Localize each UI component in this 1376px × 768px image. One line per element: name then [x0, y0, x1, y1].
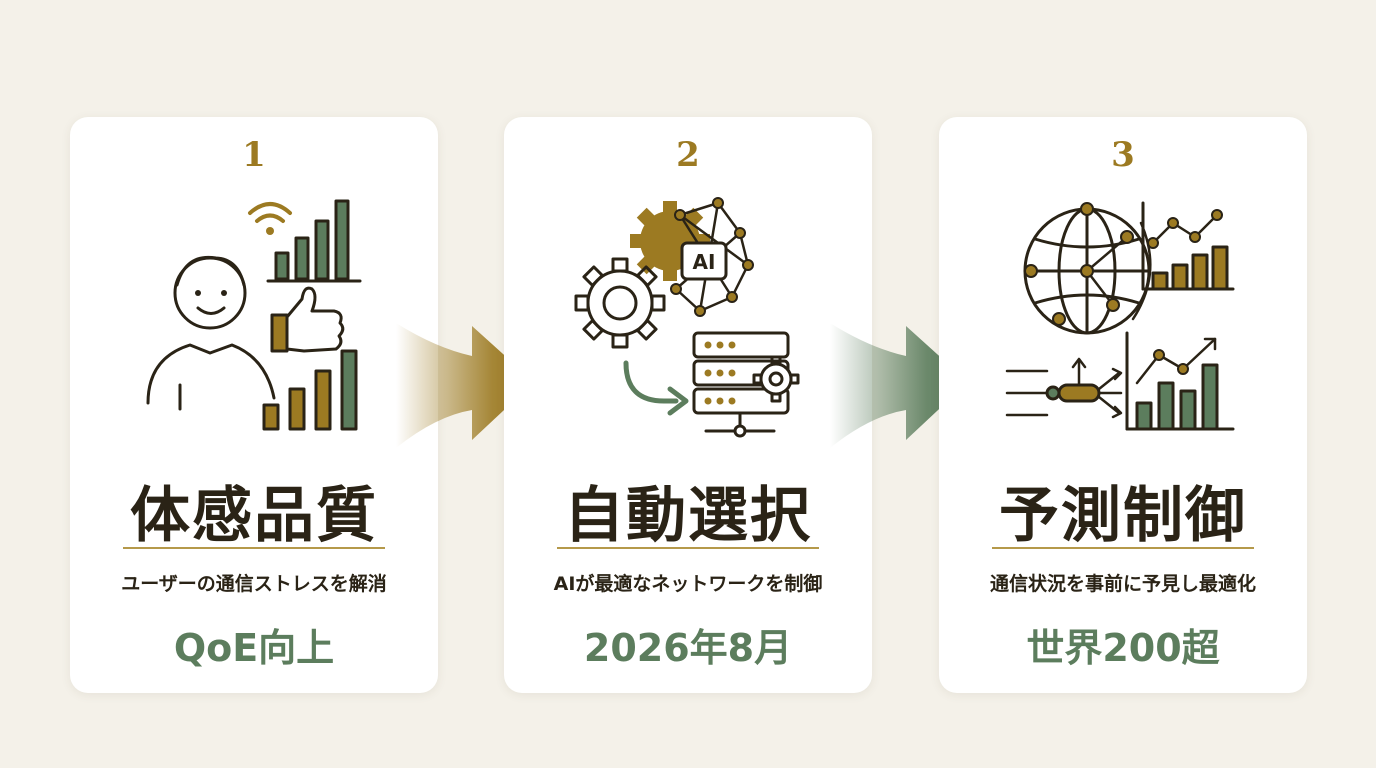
arrow-right-icon — [396, 323, 534, 448]
step-number: 3 — [1111, 135, 1135, 175]
step-description: ユーザーの通信ストレスを解消 — [121, 573, 387, 595]
arrow-right-icon — [830, 323, 968, 448]
step-metric: QoE向上 — [173, 626, 335, 670]
step-description: 通信状況を事前に予見し最適化 — [989, 573, 1256, 595]
divider — [557, 547, 819, 549]
step-card-3: 3 — [939, 117, 1307, 693]
step-metric: 世界200超 — [1026, 626, 1220, 670]
global-prediction-icon — [1003, 193, 1243, 443]
user-satisfaction-icon — [134, 193, 374, 443]
step-title: 自動選択 — [564, 481, 812, 551]
step-card-1: 1 — [70, 117, 438, 693]
step-metric: 2026年8月 — [583, 626, 793, 670]
step-title: 体感品質 — [130, 481, 378, 551]
step-number: 2 — [676, 135, 700, 175]
step-card-2: 2 — [504, 117, 872, 693]
divider — [123, 547, 385, 549]
divider — [992, 547, 1254, 549]
ai-chip-label: AI — [693, 250, 716, 274]
step-description: AIが最適なネットワークを制御 — [553, 573, 823, 595]
step-title: 予測制御 — [999, 481, 1247, 551]
ai-network-control-icon: AI — [568, 193, 808, 443]
step-number: 1 — [242, 135, 266, 175]
